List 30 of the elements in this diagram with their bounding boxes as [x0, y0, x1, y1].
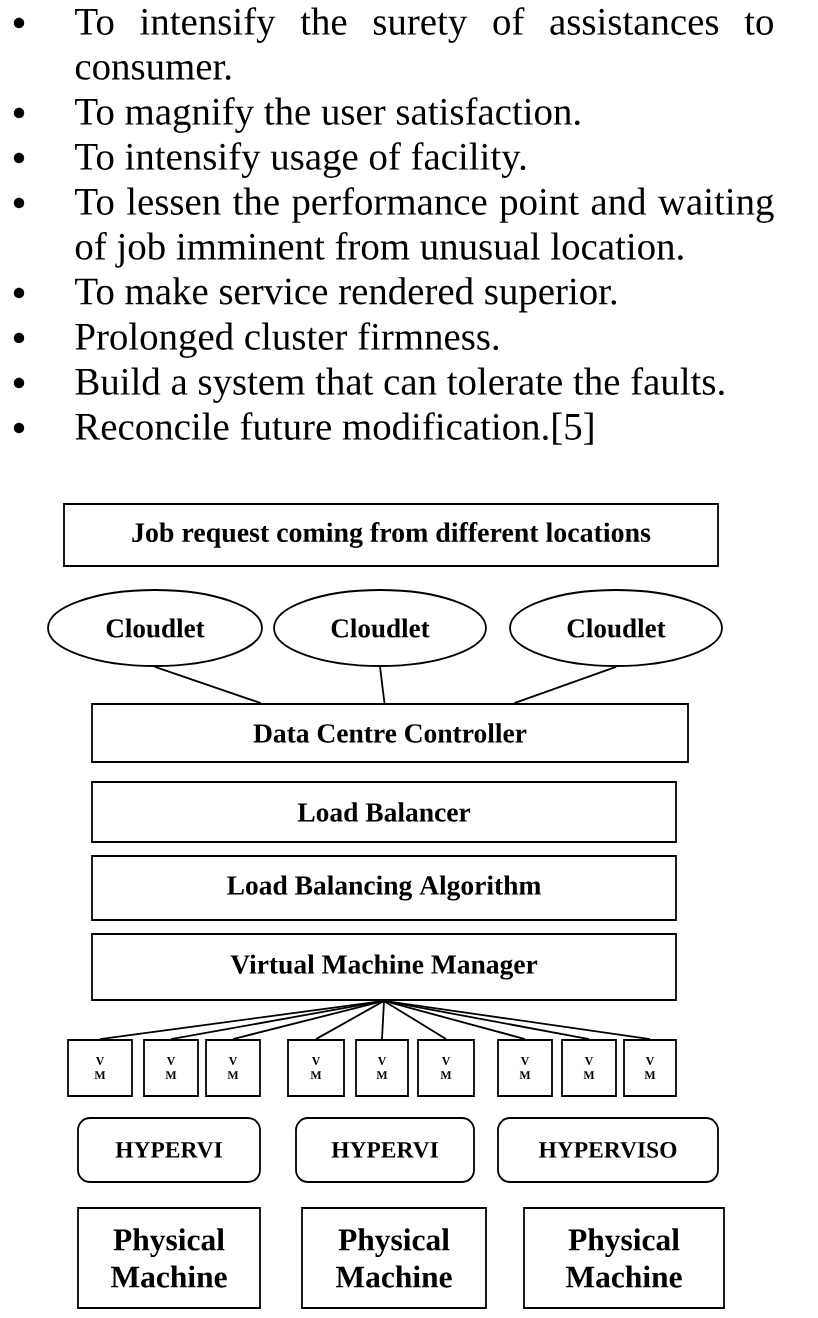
connector-line	[513, 666, 617, 704]
balancer-box: Load Balancer	[91, 781, 677, 843]
machine-box: Physical Machine	[301, 1207, 487, 1309]
machine-box: Physical Machine	[523, 1207, 725, 1309]
connector-line	[154, 666, 262, 704]
hypervisor-box: HYPERVI	[295, 1117, 475, 1183]
manager-box: Virtual Machine Manager	[91, 933, 677, 1001]
connector-line	[383, 1000, 526, 1040]
request-box: Job request coming from different locations	[63, 503, 719, 567]
hypervisor-box: HYPERVISO	[497, 1117, 719, 1183]
algorithm-box: Load Balancing Algorithm	[91, 855, 677, 921]
bullet-text: Prolonged cluster firmness.	[75, 322, 499, 358]
bullet-text: To intensify usage of facility.	[75, 142, 526, 178]
hypervisor-box: HYPERVI	[77, 1117, 261, 1183]
connector-line	[379, 666, 386, 704]
connector-line	[99, 1000, 385, 1040]
connector-line	[383, 1000, 447, 1040]
connector-line	[383, 1000, 651, 1040]
bullet-text: To magnify the user satisfaction.	[75, 97, 580, 133]
connector-line	[315, 1000, 385, 1040]
bullet-text: To lessen the performance point and waiting of job imminent from unusual location.	[75, 187, 774, 268]
connector-line	[170, 1000, 385, 1040]
machine-box: Physical Machine	[77, 1207, 261, 1309]
controller-box: Data Centre Controller	[91, 703, 689, 763]
bullet-text: To make service rendered superior.	[75, 277, 617, 313]
connector-line	[381, 1000, 385, 1040]
bullet-text: Build a system that can tolerate the faults.	[75, 367, 724, 403]
connector-line	[232, 1000, 385, 1040]
bullet-text: Reconcile future modification.[5]	[75, 412, 593, 445]
bullet-text: To intensify the surety of assistances to consumer.	[75, 7, 773, 80]
